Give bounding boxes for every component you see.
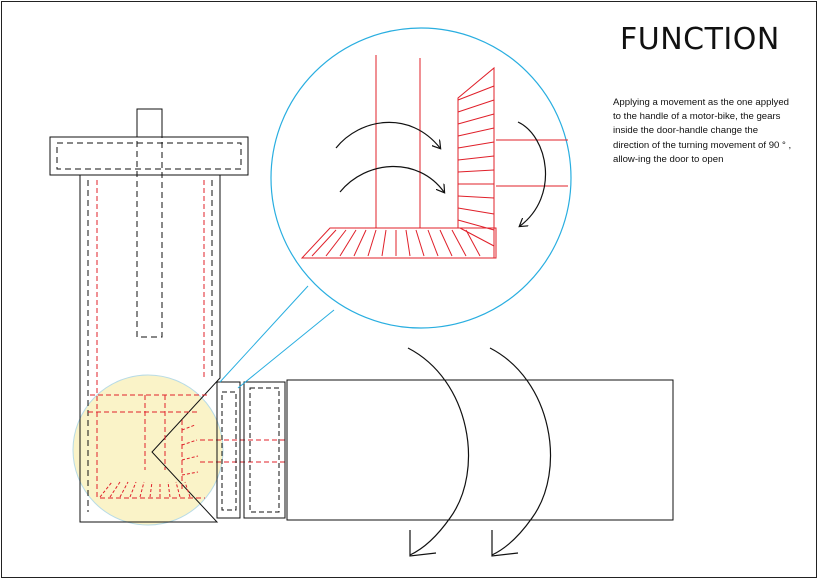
rotation-arrow-right: [489, 347, 552, 556]
inner-gear-teeth: [99, 424, 199, 498]
page-title: FUNCTION: [620, 22, 780, 57]
rotation-arrow-left-head: [409, 530, 437, 557]
detail-horizontal-gear: [300, 227, 497, 259]
description-text: Applying a movement as the one applyed t…: [613, 97, 792, 165]
highlight-zone: [72, 374, 224, 526]
detail-magnifier: [270, 27, 572, 329]
detail-arrow-rotate: [517, 121, 547, 226]
inner-gear-hidden: [88, 180, 285, 499]
leader-line-top: [219, 285, 309, 383]
door-panel: [286, 379, 674, 521]
detail-arrow-lower: [339, 165, 444, 192]
detail-shafts: [375, 55, 568, 228]
rotation-arrow-right-head: [491, 530, 519, 557]
connector-hidden-lines: [221, 387, 280, 513]
leader-line-bottom: [237, 309, 335, 389]
door-lock-connector: [216, 381, 286, 519]
detail-vertical-gear: [457, 66, 495, 258]
rotation-arrow-left: [407, 347, 470, 556]
door-handle-hidden-lines: [56, 136, 242, 512]
detail-arrow-upper: [335, 121, 440, 148]
